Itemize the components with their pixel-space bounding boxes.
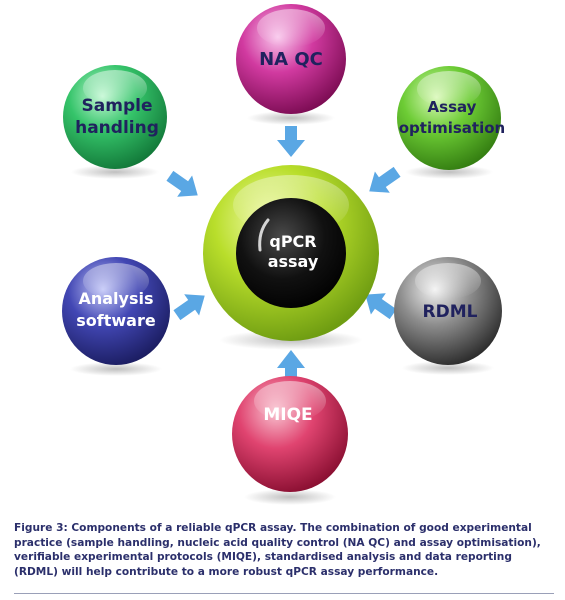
arrow-naqc-to-center [277, 126, 305, 157]
arrow-rdml-to-center [365, 293, 397, 320]
node-naqc-label: NA QC [259, 49, 323, 70]
node-analysis-label-2: software [76, 311, 156, 330]
arrow-sample-to-center [166, 170, 198, 197]
qpcr-components-diagram: NA QC Sample handling Assay optimisation… [62, 4, 505, 505]
node-analysis-label-1: Analysis [78, 289, 153, 308]
center-label-1: qPCR [269, 232, 316, 251]
node-sample-label-2: handling [75, 118, 159, 138]
node-center-qpcr: qPCR assay [203, 165, 379, 350]
arrow-miqe-to-center [277, 350, 305, 384]
arrow-analysis-to-center [173, 294, 205, 321]
node-miqe-label: MIQE [263, 405, 312, 425]
node-sample-label-1: Sample [82, 96, 153, 116]
node-sample-handling: Sample handling [63, 65, 167, 179]
node-analysis-software: Analysis software [62, 257, 170, 376]
center-label-2: assay [268, 252, 319, 271]
arrow-assay-to-center [369, 166, 401, 193]
node-assay-label-1: Assay [428, 98, 477, 116]
node-rdml: RDML [394, 257, 502, 375]
node-assay-label-2: optimisation [399, 119, 505, 137]
node-miqe: MIQE [232, 376, 348, 505]
figure-caption: Figure 3: Components of a reliable qPCR … [14, 522, 541, 578]
node-naqc: NA QC [236, 4, 346, 125]
node-rdml-label: RDML [423, 302, 478, 322]
arrows [166, 126, 401, 384]
caption-divider [14, 593, 554, 594]
node-assay-optimisation: Assay optimisation [397, 66, 505, 179]
